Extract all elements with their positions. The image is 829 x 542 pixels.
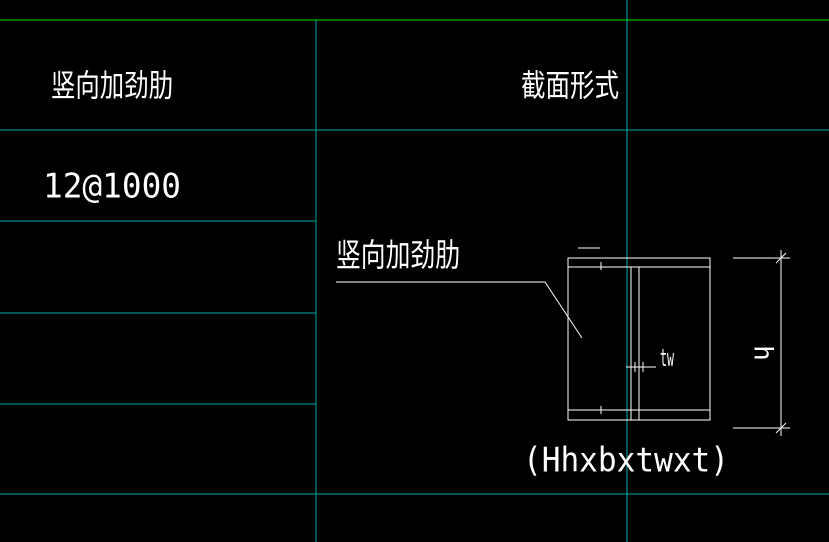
section-designation: (Hhxbxtwxt)	[523, 441, 729, 481]
height-label: h	[748, 345, 778, 361]
stiffener-leader-line	[336, 281, 583, 339]
header-section-form: 截面形式	[521, 69, 619, 105]
h-dim-tick-bottom	[775, 422, 787, 434]
h-section-drawing	[336, 247, 790, 436]
web-thickness-label: tw	[660, 344, 674, 372]
header-vertical-stiffener: 竖向加劲肋	[51, 69, 173, 105]
stiffener-callout-label: 竖向加劲肋	[336, 236, 460, 274]
h-dim-tick-top	[775, 252, 787, 264]
stiffener-spacing-value: 12@1000	[43, 167, 181, 207]
